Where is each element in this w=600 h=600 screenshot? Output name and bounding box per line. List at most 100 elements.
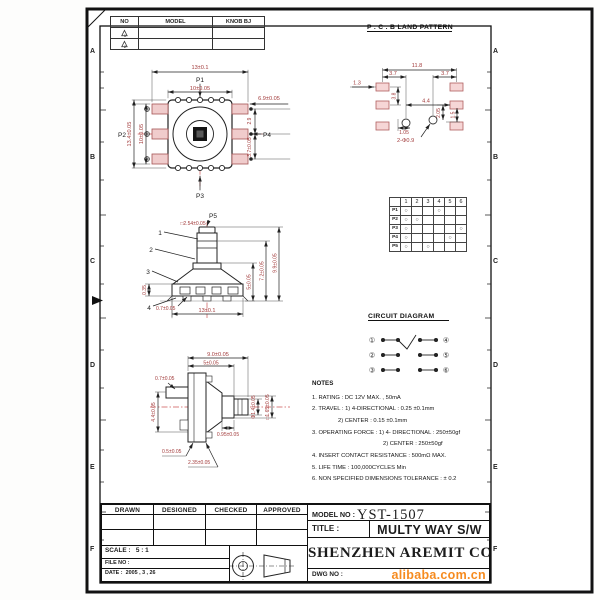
function-table: 1 2 3 4 5 6 P1 ○ ○ P2 ○ ○ P3 ○ ○ P4 ○ [389,197,467,252]
zone-letter: F [90,546,95,553]
zone-letter: F [493,546,498,553]
projection-cell [230,546,308,581]
dim-label: 1.3 [353,81,361,87]
rev-col-header: NO [110,16,139,28]
grid-cell [411,224,423,234]
drawing-title: MULTY WAY S/W [370,521,489,538]
dim-label: 6.9±0.05 [258,96,280,102]
rev-cell [212,27,265,39]
title-block: DRAWN DESIGNED CHECKED APPROVED SCALE : … [100,503,491,583]
grid-row-label: P3 [389,224,401,234]
note-line: 2) CENTER : 0.15 ±0.1mm [338,417,408,424]
dim-label: 5±0.05 [247,274,253,289]
designed-header: DESIGNED [154,505,206,515]
dim-label: □1.65±0.05 [265,394,271,419]
grid-cell [433,233,445,243]
date-label: DATE : [105,570,123,576]
scale-value: 5 : 1 [135,547,149,554]
grid-cell [444,242,456,252]
zone-letter: C [493,258,499,265]
grid-cell [455,215,467,225]
zone-letter: C [90,258,96,265]
grid-cell: ○ [400,224,412,234]
scale-row: SCALE : 5 : 1 [102,546,230,559]
dim-label: Φ1.4±0.05 [251,395,257,419]
checked-header: CHECKED [206,505,257,515]
checked-cell2 [206,530,257,546]
dim-label: 0.7±0.05 [155,376,175,382]
dim-label: 7.2±0.05 [260,261,266,281]
dim-label: 2-Φ0.9 [397,138,414,144]
grid-cell [422,233,434,243]
note-line: 3. OPERATING FORCE : 1) 4- DIRECTIONAL :… [312,429,461,436]
grid-cell [433,224,445,234]
dim-label: 5±0.05 [203,361,218,367]
date-value: 2005 , 3 , 26 [125,570,156,576]
grid-cell: ○ [433,206,445,216]
drawn-cell [102,515,154,530]
grid-cell [444,215,456,225]
grid-cell [422,215,434,225]
checked-cell [206,515,257,530]
dim-label: 13±0.1 [198,308,215,314]
grid-row-label: P1 [389,206,401,216]
grid-cell [422,224,434,234]
grid-col-header: 1 [400,197,412,207]
file-no-row: FILE NO : [102,559,230,569]
approved-cell2 [257,530,308,546]
designed-cell2 [154,530,206,546]
rev-cell [138,38,213,50]
grid-col-header: 5 [444,197,456,207]
circuit-diagram: CIRCUIT DIAGRAM ① ② ③ ④ ⑤ ⑥ [368,313,449,375]
notes-title: NOTES [312,380,334,387]
pcb-land-pattern: P . C . B LAND PATTERN [350,24,464,144]
revision-triangle-icon: 1 [121,29,127,38]
grid-cell: ○ [444,233,456,243]
note-line: 6. NON SPECIFIED DIMENSIONS TOLERANCE : … [312,476,457,483]
grid-row-label: P4 [389,233,401,243]
terminal-label: ④ [443,337,449,345]
model-no-label: MODEL NO : [312,510,355,519]
terminal-label: ⑤ [443,352,449,360]
model-no-value: YST-1507 [357,507,425,521]
grid-cell: ○ [411,215,423,225]
dim-label: 13.4±0.05 [127,122,133,147]
grid-cell: ○ [455,224,467,234]
grid-cell: ○ [400,215,412,225]
grid-col-header: 4 [433,197,445,207]
dim-label: 0.95±0.05 [217,432,239,438]
balloon-label: 2 [149,247,153,254]
dim-label: 0.5±0.05 [162,449,182,455]
approved-cell [257,515,308,530]
grid-row-label: P2 [389,215,401,225]
dim-label: 11.8 [412,63,422,69]
note-line: 1. RATING : DC 12V MAX. , 50mA [312,394,401,401]
rev-col-header: KNOB BJ [212,16,265,28]
revision-mark: 1 [110,27,139,39]
grid-cell: ○ [400,233,412,243]
dim-label: 2.9 [247,117,253,124]
note-line: 4. INSERT CONTACT RESISTANCE : 500mΩ MAX… [312,452,447,459]
side-view: P5 □2.54±0.05 1 2 3 4 5±0.05 7.2±0.05 9.… [142,213,283,318]
designed-cell [154,515,206,530]
scale-label: SCALE : [105,547,131,554]
zone-letter: E [90,464,95,471]
dim-label: 4.4±0.05 [151,402,157,422]
zone-letter: B [493,154,499,161]
rev-col-header: MODEL [138,16,213,28]
dim-label: 2.35±0.05 [188,460,210,466]
grid-cell [455,233,467,243]
grid-corner [389,197,401,207]
pin-label: P4 [263,132,271,139]
terminal-label: ① [369,337,375,345]
terminal-label: ⑥ [443,367,449,375]
balloon-label: 4 [147,305,151,312]
revision-triangle-icon: 2 [121,40,127,49]
note-line: 5. LIFE TIME : 100,000CYCLES Min [312,464,406,471]
dim-label: 0.35 [142,285,148,295]
dim-label: 3.7±0.05 [247,137,253,157]
dim-label: 10±0.05 [190,86,210,92]
model-no-row: MODEL NO : YST-1507 [308,505,489,521]
drawn-cell2 [102,530,154,546]
drawn-header: DRAWN [102,505,154,515]
